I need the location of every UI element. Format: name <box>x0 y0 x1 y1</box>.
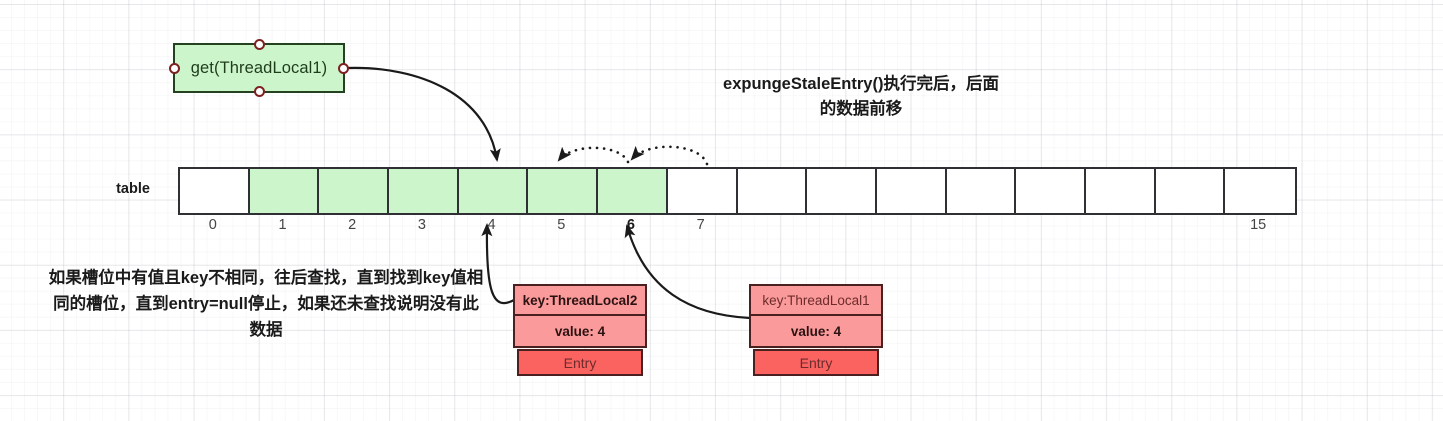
entry-box-threadlocal1[interactable]: key:ThreadLocal1 value: 4 Entry <box>749 284 883 376</box>
table-index-5: 5 <box>557 217 566 233</box>
entry-kv-threadlocal2: key:ThreadLocal2 value: 4 <box>513 284 647 348</box>
lookup-rule-note: 如果槽位中有值且key不相同，往后查找，直到找到key值相同的槽位，直到entr… <box>48 269 484 339</box>
entry-key-threadlocal1: key:ThreadLocal1 <box>751 286 881 316</box>
node-handle-left-icon[interactable] <box>169 62 180 74</box>
node-handle-top-icon[interactable] <box>253 39 265 50</box>
node-handle-bottom-icon[interactable] <box>253 86 265 97</box>
table-index-13 <box>1084 217 1154 239</box>
table-slot-12[interactable] <box>1016 169 1086 213</box>
table-slot-0[interactable] <box>180 169 250 213</box>
table-slot-3[interactable] <box>389 169 459 213</box>
table-index-0: 0 <box>208 217 217 233</box>
connector-get-node-to-slot-4 <box>347 66 501 162</box>
get-threadlocal-node[interactable]: get(ThreadLocal1) <box>169 39 349 97</box>
table-label: table <box>116 181 150 197</box>
table-slot-5[interactable] <box>528 169 599 213</box>
table-index-3: 3 <box>417 217 426 233</box>
table-slot-14[interactable] <box>1155 169 1226 213</box>
table-index-7: 7 <box>696 217 705 233</box>
table-index-2: 2 <box>348 217 357 233</box>
table-index-9 <box>805 217 875 239</box>
table-index-11 <box>945 217 1015 239</box>
diagram-heading: expungeStaleEntry()执行完后，后面的数据前移 <box>723 75 999 118</box>
connector-shift-arc-slot7-to-slot6 <box>630 145 709 166</box>
table-index-8 <box>736 217 806 239</box>
table-index-labels: 0 1 2 3 4 5 6 7 15 <box>178 217 1293 239</box>
connector-shift-arc-slot6-to-slot5 <box>557 146 630 164</box>
entry-value-threadlocal1: value: 4 <box>790 323 842 339</box>
table-index-10 <box>875 217 945 239</box>
table-slot-8[interactable] <box>737 169 808 213</box>
table-index-15: 15 <box>1250 217 1267 233</box>
table-slot-7[interactable] <box>667 169 738 213</box>
table-slot-13[interactable] <box>1085 169 1156 213</box>
table-slot-11[interactable] <box>946 169 1017 213</box>
table-slot-1[interactable] <box>249 169 320 213</box>
entry-key-threadlocal2: key:ThreadLocal2 <box>515 286 645 316</box>
table-index-12 <box>1014 217 1084 239</box>
table-slot-2[interactable] <box>319 169 390 213</box>
table-index-1: 1 <box>278 217 287 233</box>
entry-kv-threadlocal1: key:ThreadLocal1 value: 4 <box>749 284 883 348</box>
node-handle-right-icon[interactable] <box>338 62 349 74</box>
entry-footer-threadlocal2: Entry <box>517 349 643 376</box>
get-threadlocal-node-label: get(ThreadLocal1) <box>190 58 328 77</box>
entry-footer-threadlocal1: Entry <box>753 349 879 376</box>
table-index-14 <box>1154 217 1224 239</box>
table-slots <box>178 167 1297 215</box>
table-slot-15[interactable] <box>1225 169 1295 213</box>
table-index-6: 6 <box>626 217 635 233</box>
table-slot-9[interactable] <box>807 169 877 213</box>
table-slot-4[interactable] <box>458 169 529 213</box>
table-index-4: 4 <box>487 217 496 233</box>
entry-box-threadlocal2[interactable]: key:ThreadLocal2 value: 4 Entry <box>513 284 647 376</box>
table-slot-6[interactable] <box>598 169 668 213</box>
entry-value-threadlocal2: value: 4 <box>554 323 606 339</box>
table-slot-10[interactable] <box>876 169 947 213</box>
